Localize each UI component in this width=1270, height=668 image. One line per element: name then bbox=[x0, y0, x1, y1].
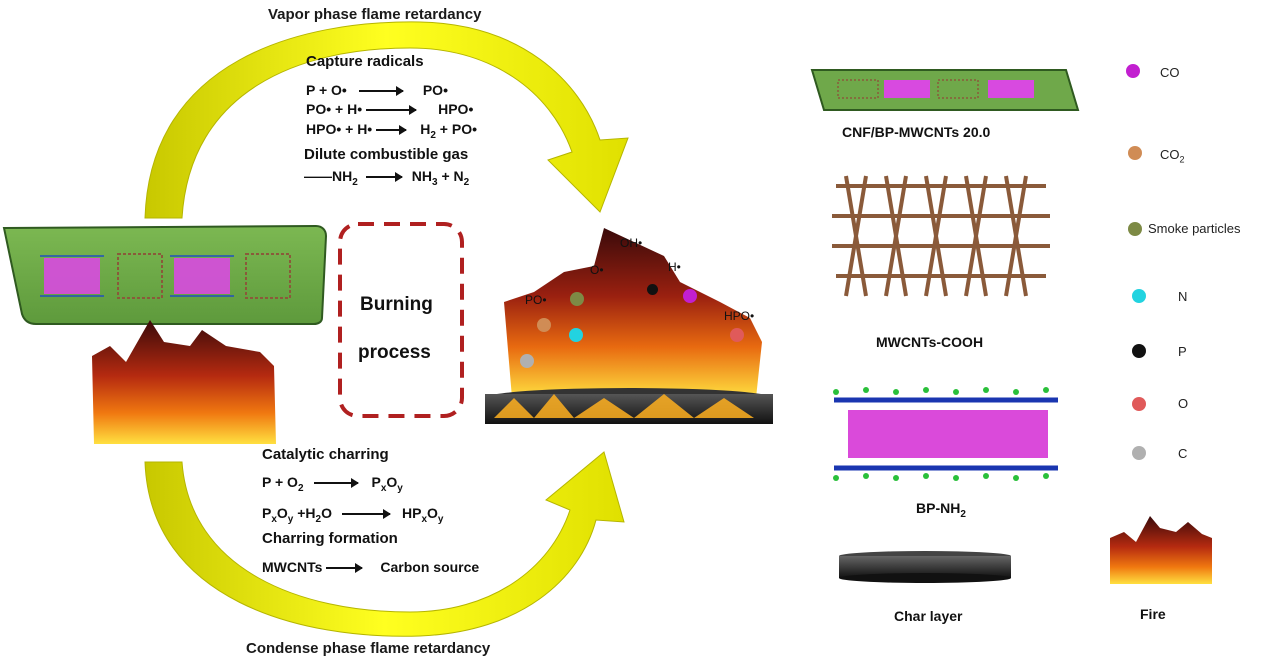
charring-formation-heading: Charring formation bbox=[262, 530, 398, 547]
particle-c bbox=[520, 354, 534, 368]
capture-radicals-heading: Capture radicals bbox=[306, 53, 424, 70]
radical-hpo: HPO• bbox=[724, 309, 755, 323]
fire-center bbox=[485, 228, 773, 424]
dilute-gas-heading: Dilute combustible gas bbox=[304, 146, 469, 163]
equation-po: P + O•PO• bbox=[306, 82, 448, 98]
burning-process-box bbox=[338, 222, 464, 418]
bp-nh2-icon bbox=[833, 387, 1058, 481]
particle-n bbox=[569, 328, 583, 342]
char-layer-icon bbox=[839, 551, 1011, 583]
fire-caption: Fire bbox=[1140, 606, 1166, 622]
bp-caption: BP-NH2 bbox=[916, 500, 966, 520]
legend-n-dot bbox=[1132, 289, 1146, 303]
radical-h: H• bbox=[668, 260, 681, 274]
particle-o bbox=[730, 328, 744, 342]
fire-left bbox=[92, 320, 276, 444]
legend-co2-label: CO2 bbox=[1160, 147, 1185, 165]
cnf-film-icon bbox=[810, 69, 1080, 111]
particle-co bbox=[683, 289, 697, 303]
mwcnt-icon bbox=[832, 175, 1050, 297]
legend-smoke-dot bbox=[1128, 222, 1142, 236]
radical-po: PO• bbox=[525, 293, 547, 307]
radical-oh: OH• bbox=[620, 236, 643, 250]
legend-co2-dot bbox=[1128, 146, 1142, 160]
radical-o: O• bbox=[590, 263, 604, 277]
cnf-caption: CNF/BP-MWCNTs 20.0 bbox=[842, 124, 991, 140]
legend-co-label: CO bbox=[1160, 65, 1180, 80]
legend-p-dot bbox=[1132, 344, 1146, 358]
catalytic-charring-heading: Catalytic charring bbox=[262, 446, 389, 463]
legend-o-label: O bbox=[1178, 396, 1189, 411]
legend-c-label: C bbox=[1178, 446, 1188, 461]
particle-p bbox=[647, 284, 658, 295]
legend-p-label: P bbox=[1178, 344, 1187, 359]
condense-phase-title: Condense phase flame retardancy bbox=[246, 640, 491, 657]
composite-film-left bbox=[2, 224, 328, 325]
legend-smoke-label: Smoke particles bbox=[1148, 221, 1241, 236]
fire-icon bbox=[1110, 516, 1212, 584]
equation-hpo: PO• + H•HPO• bbox=[306, 101, 474, 117]
particle-smoke bbox=[570, 292, 584, 306]
char-caption: Char layer bbox=[894, 608, 963, 624]
equation-h2-po: HPO• + H•H2 + PO• bbox=[306, 121, 477, 141]
particle-co2 bbox=[537, 318, 551, 332]
mwcnt-caption: MWCNTs-COOH bbox=[876, 334, 984, 350]
process-label: process bbox=[358, 342, 431, 363]
legend-o-dot bbox=[1132, 397, 1146, 411]
legend-n-label: N bbox=[1178, 289, 1188, 304]
legend-c-dot bbox=[1132, 446, 1146, 460]
burning-label: Burning bbox=[360, 294, 433, 315]
legend-co-dot bbox=[1126, 64, 1140, 78]
vapor-phase-title: Vapor phase flame retardancy bbox=[268, 6, 482, 23]
